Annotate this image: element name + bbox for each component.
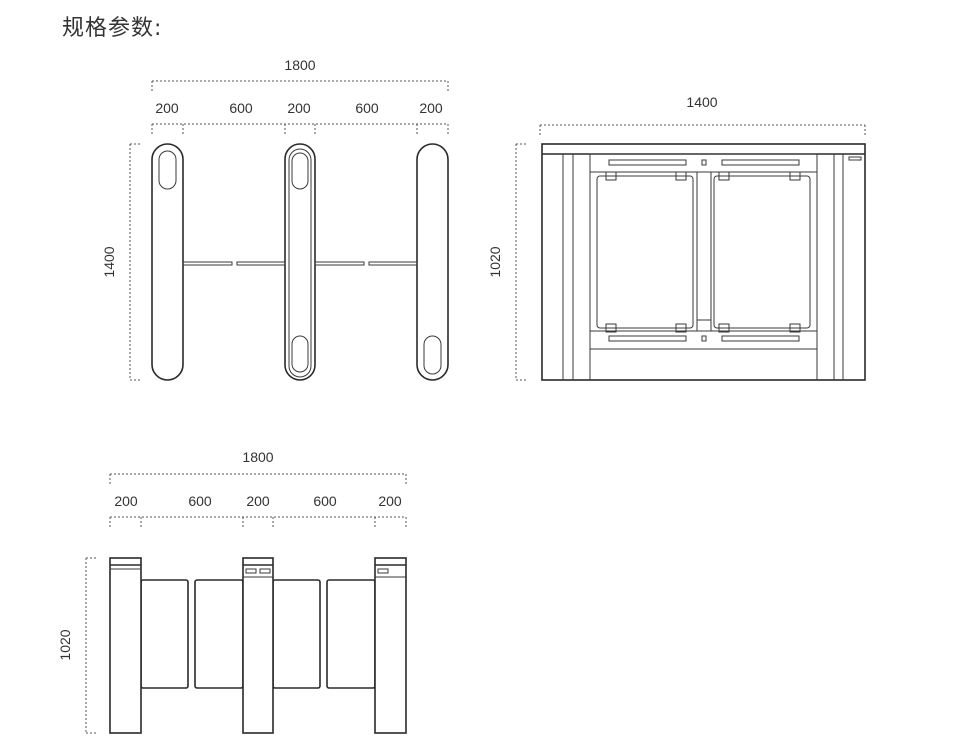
top-seg-2-label: 600 [229, 100, 253, 116]
top-barrier-3 [314, 261, 365, 266]
front-right-cabinet [374, 557, 407, 734]
front-center-cabinet [242, 557, 274, 734]
side-height-label: 1020 [487, 246, 503, 277]
top-seg-5-label: 200 [419, 100, 443, 116]
top-seg-1-label: 200 [155, 100, 179, 116]
front-glass-1 [140, 579, 189, 689]
front-glass-4 [326, 579, 376, 689]
side-view-drawing: 1400 1020 [487, 94, 866, 381]
top-seg-4-label: 600 [355, 100, 379, 116]
side-left-glass [596, 175, 694, 329]
top-right-cabinet [416, 143, 449, 381]
top-barrier-4 [368, 261, 418, 266]
front-seg-2-label: 600 [188, 493, 212, 509]
front-seg-3-label: 200 [246, 493, 270, 509]
page-title: 规格参数: [62, 16, 163, 41]
front-height-label: 1020 [57, 629, 73, 660]
top-view-drawing: 1800 200 600 200 600 200 1400 [101, 57, 449, 381]
front-left-cabinet [109, 557, 142, 734]
top-overall-width-label: 1800 [284, 57, 315, 73]
front-view-drawing: 1800 200 600 200 600 200 1020 [57, 449, 407, 734]
front-seg-5-label: 200 [378, 493, 402, 509]
front-seg-1-label: 200 [114, 493, 138, 509]
top-depth-label: 1400 [101, 246, 117, 277]
side-right-glass [713, 175, 811, 329]
top-barrier-2 [236, 261, 286, 266]
front-glass-3 [272, 579, 321, 689]
front-overall-width-label: 1800 [242, 449, 273, 465]
side-width-label: 1400 [686, 94, 717, 110]
front-glass-2 [194, 579, 244, 689]
top-left-cabinet [151, 143, 184, 381]
top-seg-3-label: 200 [287, 100, 311, 116]
top-barrier-1 [182, 261, 233, 266]
front-seg-4-label: 600 [313, 493, 337, 509]
